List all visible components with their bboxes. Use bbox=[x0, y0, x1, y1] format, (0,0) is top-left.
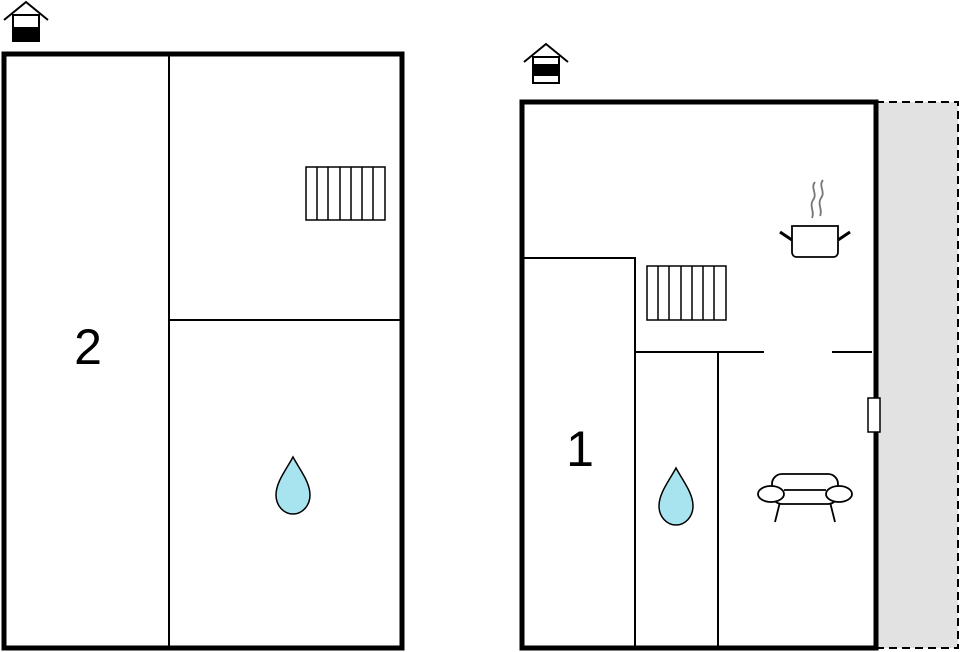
cooking-pot-icon bbox=[779, 179, 851, 258]
water-drop-icon bbox=[275, 455, 311, 515]
outer-wall bbox=[1, 51, 405, 651]
house-ground-floor-icon bbox=[523, 42, 569, 84]
house-upper-floor-icon bbox=[3, 0, 49, 42]
terrace-area bbox=[875, 101, 959, 649]
room-label-bedroom-2: 2 bbox=[74, 319, 102, 375]
stairs-icon bbox=[646, 265, 727, 321]
ground-floor-plan: 1 bbox=[519, 42, 959, 651]
upper-floor-plan: 2 bbox=[1, 0, 405, 651]
outer-wall bbox=[519, 99, 879, 651]
water-drop-icon bbox=[658, 466, 694, 526]
stairs-icon bbox=[305, 166, 386, 221]
interior-walls bbox=[522, 257, 872, 648]
window-marker bbox=[867, 397, 881, 433]
room-label-bedroom-1: 1 bbox=[566, 421, 594, 477]
sofa-icon bbox=[757, 473, 853, 523]
